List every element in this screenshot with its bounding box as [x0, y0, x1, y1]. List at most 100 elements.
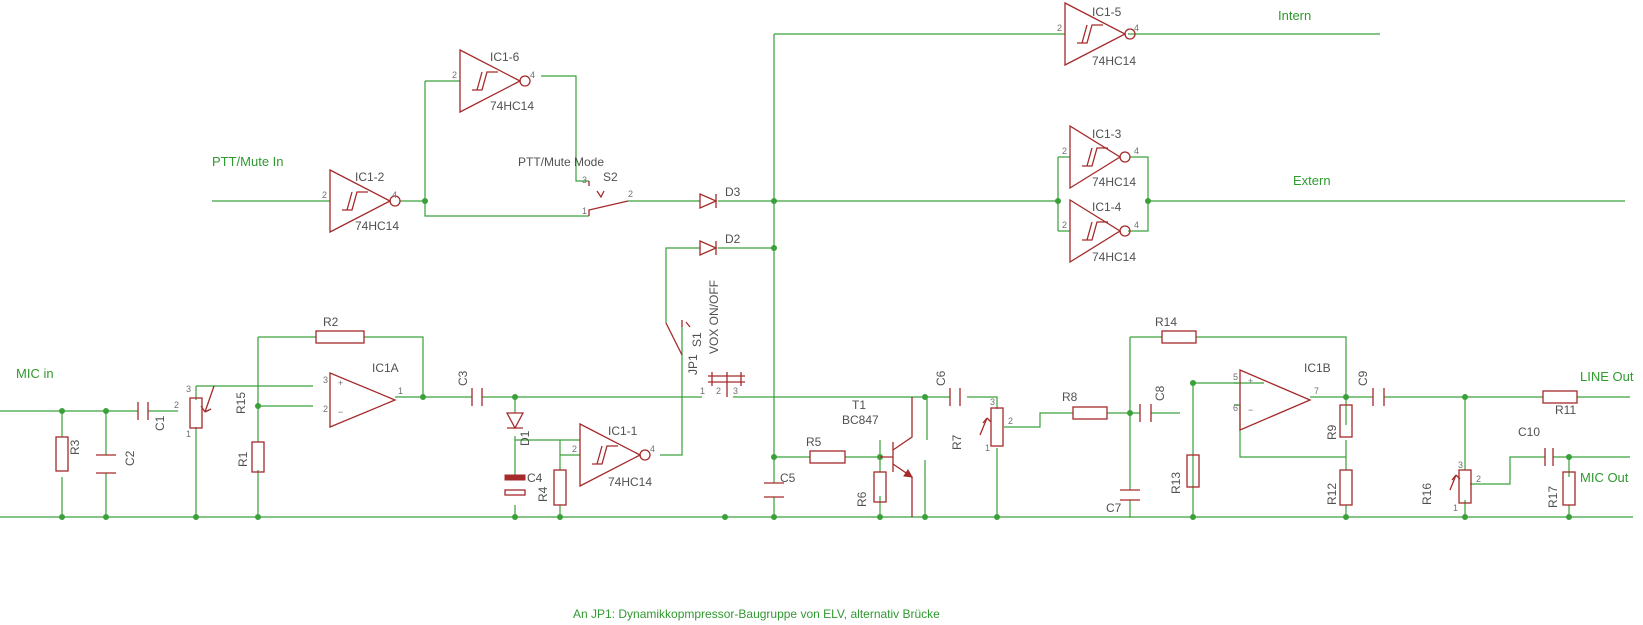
net-line-out: LINE Out	[1580, 369, 1634, 384]
pin: 4	[1134, 23, 1139, 33]
c6-label: C6	[934, 370, 948, 386]
net-intern: Intern	[1278, 8, 1311, 23]
net-extern: Extern	[1293, 173, 1331, 188]
ic1-6-label: IC1-6	[490, 50, 520, 64]
ic1-5-label: IC1-5	[1092, 5, 1122, 19]
ic1a-symbol	[329, 372, 397, 428]
jp1-label: JP1	[686, 354, 700, 375]
pin: 2	[174, 400, 179, 410]
junctions	[59, 198, 1572, 520]
transistor-t1	[880, 397, 913, 517]
r14-body	[1161, 330, 1197, 344]
r14-label: R14	[1155, 315, 1177, 329]
c3-label: C3	[456, 370, 470, 386]
pin: 2	[1476, 474, 1481, 484]
net-ptt-mute-in: PTT/Mute In	[212, 154, 284, 169]
r11-label: R11	[1555, 403, 1576, 417]
pin: 2	[1057, 23, 1062, 33]
r13-body	[1186, 454, 1200, 488]
d1-symbol	[505, 412, 525, 430]
s1-symbol	[665, 320, 691, 356]
t1-value: BC847	[842, 413, 879, 427]
pin: 1	[700, 386, 705, 396]
r9-label: R9	[1325, 424, 1339, 440]
net-mic-in: MIC in	[16, 366, 54, 381]
diodes	[505, 193, 718, 430]
c4-plate-pos	[504, 474, 526, 481]
pin: 4	[392, 190, 397, 200]
switches	[588, 181, 745, 397]
r12-label: R12	[1325, 483, 1339, 505]
pin: 6	[1233, 403, 1238, 413]
pin: −	[338, 407, 343, 417]
t1-label: T1	[852, 398, 866, 412]
pin: 1	[186, 429, 191, 439]
pin: 2	[1062, 220, 1067, 230]
pin: 7	[1314, 386, 1319, 396]
c9-plates	[1372, 388, 1385, 406]
c8-label: C8	[1153, 385, 1167, 401]
pin: 2	[1008, 416, 1013, 426]
d3-label: D3	[725, 185, 741, 199]
pin: −	[1248, 405, 1253, 415]
ic1b-symbol	[1239, 369, 1312, 431]
r17-body	[1562, 471, 1576, 506]
c7-label: C7	[1106, 501, 1122, 515]
r7-pot-body	[990, 407, 1004, 447]
ic1-3-value: 74HC14	[1092, 175, 1136, 189]
pin: 2	[323, 404, 328, 414]
pin: 1	[985, 443, 990, 453]
r8-body	[1072, 406, 1108, 420]
labels: PTT/Mute In MIC in Intern Extern LINE Ou…	[16, 5, 1634, 621]
wires	[0, 33, 1633, 518]
footnote: An JP1: Dynamikkopmpressor-Baugruppe von…	[573, 607, 940, 621]
c7-plates	[1120, 489, 1140, 501]
ic1-4-label: IC1-4	[1092, 200, 1122, 214]
r5-label: R5	[806, 435, 822, 449]
r12-body	[1339, 469, 1353, 506]
r13-label: R13	[1169, 472, 1183, 494]
resistors	[55, 330, 1578, 506]
c9-label: C9	[1356, 370, 1370, 386]
r6-body	[873, 471, 887, 503]
ic1-2-label: IC1-2	[355, 170, 385, 184]
s2-symbol	[588, 181, 629, 216]
r17-label: R17	[1546, 486, 1560, 508]
c4-plate-neg	[504, 489, 526, 496]
pin: 3	[1458, 460, 1463, 470]
pin: 3	[186, 384, 191, 394]
pin: 3	[582, 175, 587, 185]
pin: 2	[628, 189, 633, 199]
c3-plates	[471, 388, 483, 406]
r1-body	[251, 441, 265, 473]
s2-value: PTT/Mute Mode	[518, 155, 604, 169]
jp1-symbol	[708, 372, 745, 397]
opamps	[329, 369, 1328, 431]
c2-plates	[96, 454, 116, 474]
ic1-1-value: 74HC14	[608, 475, 652, 489]
r6-label: R6	[855, 491, 869, 507]
pin: 2	[716, 386, 721, 396]
ic1a-label: IC1A	[372, 361, 399, 375]
pin: +	[1248, 376, 1253, 386]
r4-body	[553, 469, 567, 506]
ic1b-label: IC1B	[1304, 361, 1331, 375]
pin: 4	[1134, 220, 1139, 230]
c8-plates	[1139, 404, 1152, 422]
pin: 4	[650, 444, 655, 454]
c5-plates	[764, 482, 784, 498]
r4-label: R4	[536, 486, 550, 502]
inverters	[329, 1, 1136, 488]
ic1-5-value: 74HC14	[1092, 54, 1136, 68]
s1-label: S1	[690, 332, 704, 347]
c1-plates	[137, 402, 149, 420]
c6-plates	[949, 388, 961, 406]
c10-label: C10	[1518, 425, 1540, 439]
ic1-3-label: IC1-3	[1092, 127, 1122, 141]
pin: 4	[530, 70, 535, 80]
ic1-6-value: 74HC14	[490, 99, 534, 113]
pin: 2	[572, 444, 577, 454]
d2-symbol	[699, 240, 718, 256]
c1-label: C1	[153, 415, 167, 431]
